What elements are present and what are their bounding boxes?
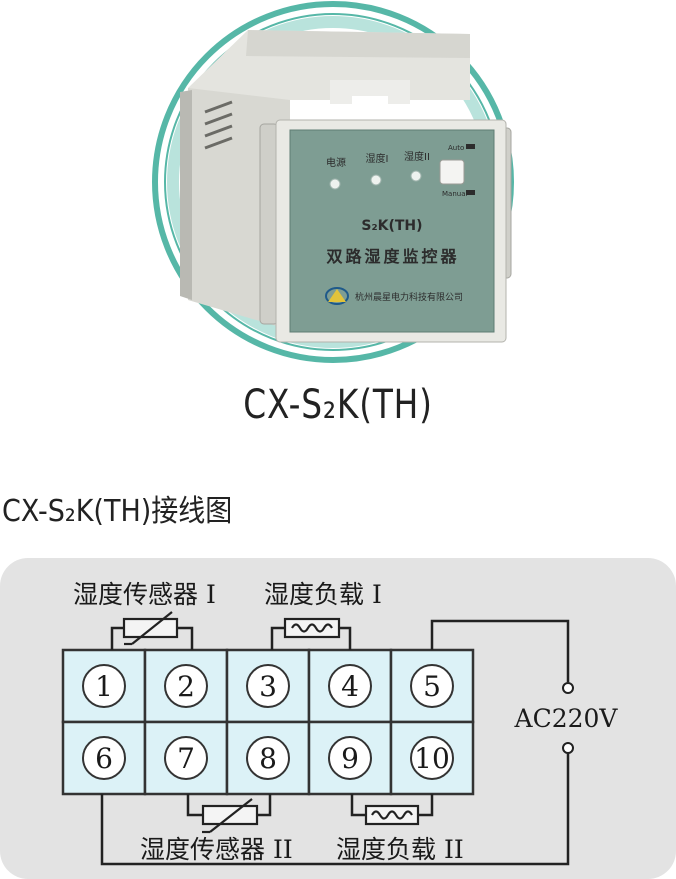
terminal-3: 3 xyxy=(259,670,277,703)
switch-label-manual: Manual xyxy=(442,190,467,198)
label-sensor-1: 湿度传感器 I xyxy=(73,580,216,609)
humidity-sensor-1-icon xyxy=(122,611,179,646)
terminal-7: 7 xyxy=(177,742,195,775)
manual-mark-icon xyxy=(466,190,475,195)
label-power: AC220V xyxy=(514,704,619,733)
wire-sensor-1 xyxy=(110,626,194,650)
power-terminal-top xyxy=(562,682,574,694)
label-load-2: 湿度负载 II xyxy=(336,835,464,864)
power-terminal-bottom xyxy=(562,742,574,754)
terminal-5: 5 xyxy=(423,670,441,703)
terminal-8: 8 xyxy=(259,742,277,775)
product-image: 电源 湿度I 湿度II Auto Manual S₂K(TH) 双路湿度监控器 … xyxy=(152,1,514,363)
terminal-10: 10 xyxy=(414,742,450,775)
humidity-2-led xyxy=(410,170,422,182)
auto-mark-icon xyxy=(466,144,475,149)
terminal-6: 6 xyxy=(95,742,113,775)
mode-switch-button[interactable] xyxy=(439,159,465,185)
indicator-label-power: 电源 xyxy=(326,156,346,169)
device-company-name: 杭州晨星电力科技有限公司 xyxy=(355,291,463,303)
humidity-load-1-icon xyxy=(283,617,341,639)
terminal-1: 1 xyxy=(95,670,113,703)
indicator-label-humidity-2: 湿度II xyxy=(404,150,430,163)
housing-vents xyxy=(204,100,233,150)
company-logo xyxy=(325,287,349,305)
label-load-1: 湿度负载 I xyxy=(264,580,382,609)
terminal-circles xyxy=(82,664,454,780)
power-led xyxy=(329,178,341,190)
humidity-1-led xyxy=(370,174,382,186)
terminal-2: 2 xyxy=(177,670,195,703)
label-sensor-2: 湿度传感器 II xyxy=(140,835,293,864)
wire-load-2 xyxy=(350,794,434,817)
device-product-name: 双路湿度监控器 xyxy=(326,247,459,266)
wiring-diagram-title: CX-S₂K(TH)接线图 xyxy=(2,494,233,529)
product-title: CX-S₂K(TH) xyxy=(243,382,433,428)
humidity-sensor-2-icon xyxy=(201,798,259,834)
wire-sensor-2 xyxy=(186,794,272,817)
wiring-diagram: 1 2 3 4 5 6 7 8 9 10 xyxy=(0,558,676,879)
wire-load-1 xyxy=(270,626,352,650)
terminal-block xyxy=(61,648,475,796)
wire-power xyxy=(100,619,570,866)
device-model-code: S₂K(TH) xyxy=(361,218,422,234)
switch-label-auto: Auto xyxy=(448,144,464,152)
indicator-label-humidity-1: 湿度I xyxy=(366,152,389,165)
terminal-4: 4 xyxy=(341,670,359,703)
humidity-load-2-icon xyxy=(364,804,420,826)
terminal-9: 9 xyxy=(341,742,359,775)
